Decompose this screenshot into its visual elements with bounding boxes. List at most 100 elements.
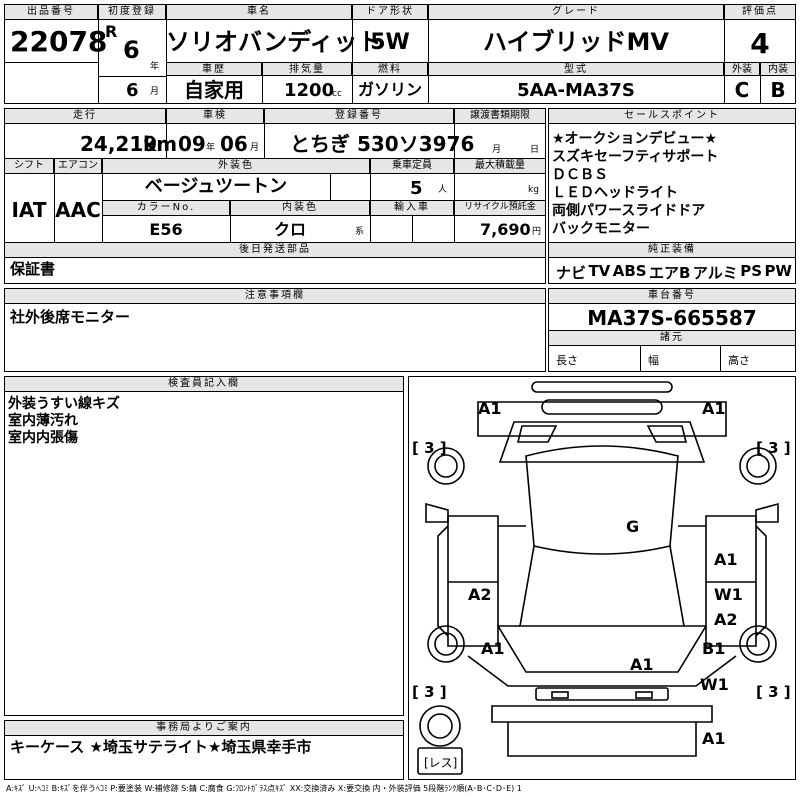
mark-a1-center: A1 — [630, 655, 654, 674]
shift-label: シフト — [4, 158, 54, 174]
insp-year-unit: 年 — [206, 143, 216, 153]
interior-color-label: 内装色 — [230, 200, 370, 216]
insp-month-unit: 月 — [250, 143, 260, 153]
capacity: 5 — [410, 178, 423, 199]
equipment-label: 純正装備 — [548, 242, 796, 258]
equipment-item: TV — [588, 262, 611, 280]
displacement-label: 排気量 — [262, 62, 352, 76]
sales-points: ★オークションデビュー★ スズキセーフティサポート ＤＣＢＳ ＬＥＤヘッドライト… — [552, 130, 792, 238]
sales-line: 両側パワースライドドア — [552, 203, 706, 219]
transfer-label: 譲渡書類期限 — [454, 108, 546, 124]
color-no-label: カラーNo. — [102, 200, 230, 216]
equipment-item: ナビ — [556, 264, 587, 282]
interior-color-unit: 系 — [355, 227, 365, 237]
equipment-item: PS — [740, 262, 762, 280]
car-name: ソリオバンディット — [166, 28, 382, 56]
inspector-notes: 外装うすい線キズ 室内薄汚れ 室内内張傷 — [8, 396, 120, 447]
color: ベージュツートン — [144, 176, 288, 197]
history: 自家用 — [184, 78, 244, 102]
recycle-unit: 円 — [532, 227, 542, 237]
equipment-item: ABS — [612, 262, 647, 280]
car-diagram-frame — [408, 376, 796, 780]
load-unit: kg — [528, 185, 539, 195]
insp-year: 09 — [178, 132, 206, 156]
grade: ハイブリッドMV — [483, 28, 669, 56]
mark-b1-right: B1 — [702, 639, 726, 658]
lot-number: 22078 — [10, 25, 108, 58]
sales-label: セールスポイント — [548, 108, 796, 124]
length-label: 長さ — [556, 354, 578, 367]
model: 5AA-MA37S — [517, 80, 635, 101]
equipment-item: アルミ — [692, 264, 738, 282]
inspector-line: 室内内張傷 — [8, 430, 78, 446]
color-no: E56 — [149, 220, 183, 239]
sales-line: ★オークションデビュー★ — [552, 131, 718, 147]
score: 4 — [750, 27, 770, 60]
door-label: ドア形状 — [352, 4, 428, 20]
reg-label: 登録番号 — [264, 108, 454, 124]
load-label: 最大積載量 — [454, 158, 546, 174]
chassis-label: 車台番号 — [548, 288, 796, 304]
displacement-unit: cc — [332, 89, 342, 99]
reg-number: とちぎ 530ソ3976 — [290, 132, 475, 156]
width-label: 幅 — [648, 354, 659, 367]
era: R — [105, 22, 118, 41]
mark-tire-rl: [ 3 ] — [412, 683, 447, 701]
first-reg-label: 初度登録 — [98, 4, 166, 20]
mark-a1-fr: A1 — [702, 399, 726, 418]
mark-tire-rr: [ 3 ] — [756, 683, 791, 701]
later-parts: 保証書 — [10, 260, 56, 278]
sales-line: スズキセーフティサポート — [552, 149, 719, 165]
spec-label: 諸元 — [548, 330, 796, 346]
car-name-label: 車名 — [166, 4, 352, 20]
score-label: 評価点 — [724, 4, 796, 20]
shift: IAT — [11, 198, 47, 222]
mark-tire-fr: [ 3 ] — [756, 439, 791, 457]
transfer-month-unit: 月 — [492, 145, 502, 155]
ac-label: エアコン — [54, 158, 102, 174]
mark-w1-right: W1 — [714, 585, 743, 604]
model-label: 型式 — [428, 62, 724, 76]
displacement: 1200 — [284, 80, 335, 101]
notes-label: 注意事項欄 — [4, 288, 546, 304]
equipment-list: ナビ TV ABS エアB アルミ PS PW — [556, 262, 792, 283]
month-unit: 月 — [150, 87, 160, 97]
inspector-line: 室内薄汚れ — [8, 413, 78, 429]
mark-spare: [レス] — [424, 756, 458, 770]
import-label: 輸入車 — [370, 200, 454, 216]
lot-label: 出品番号 — [4, 4, 98, 20]
sales-line: バックモニター — [552, 221, 650, 237]
mark-roof: G — [626, 517, 640, 536]
equipment-item: エアB — [649, 264, 691, 282]
mileage-unit: km — [143, 132, 178, 156]
car-diagram — [417, 381, 779, 775]
mark-a1-rear: A1 — [702, 729, 726, 748]
color-label: 外装色 — [102, 158, 370, 174]
office-label: 事務局よりご案内 — [4, 720, 404, 736]
exterior-grade: C — [734, 78, 750, 102]
notes-text: 社外後席モニター — [10, 308, 131, 326]
equipment-item: PW — [764, 262, 792, 280]
chassis-number: MA37S-665587 — [587, 306, 757, 330]
mark-tire-fl: [ 3 ] — [412, 439, 447, 457]
legend: A:ｷｽﾞ U:ﾍｺﾐ B:ｷｽﾞを伴うﾍｺﾐ P:要塗装 W:補修跡 S:錆 … — [6, 784, 522, 793]
interior-color: クロ — [273, 220, 306, 239]
capacity-unit: 人 — [438, 185, 448, 195]
mark-a1-fl: A1 — [478, 399, 502, 418]
recycle: 7,690 — [480, 220, 531, 239]
height-label: 高さ — [728, 354, 750, 367]
fuel-label: 燃料 — [352, 62, 428, 76]
mark-a1-rf: A1 — [714, 550, 738, 569]
exterior-label: 外装 — [724, 62, 760, 76]
fuel: ガソリン — [357, 80, 422, 99]
history-label: 車歴 — [166, 62, 262, 76]
first-reg-month: 6 — [126, 80, 139, 101]
inspector-line: 外装うすい線キズ — [8, 396, 120, 412]
mark-a2-left: A2 — [468, 585, 492, 604]
mileage: 24,219 — [80, 132, 158, 156]
door-type: 5W — [370, 30, 410, 55]
mark-a2-right: A2 — [714, 610, 738, 629]
sales-line: ＤＣＢＳ — [552, 167, 608, 183]
transfer-day-unit: 日 — [530, 145, 540, 155]
mark-a1-left: A1 — [481, 639, 505, 658]
